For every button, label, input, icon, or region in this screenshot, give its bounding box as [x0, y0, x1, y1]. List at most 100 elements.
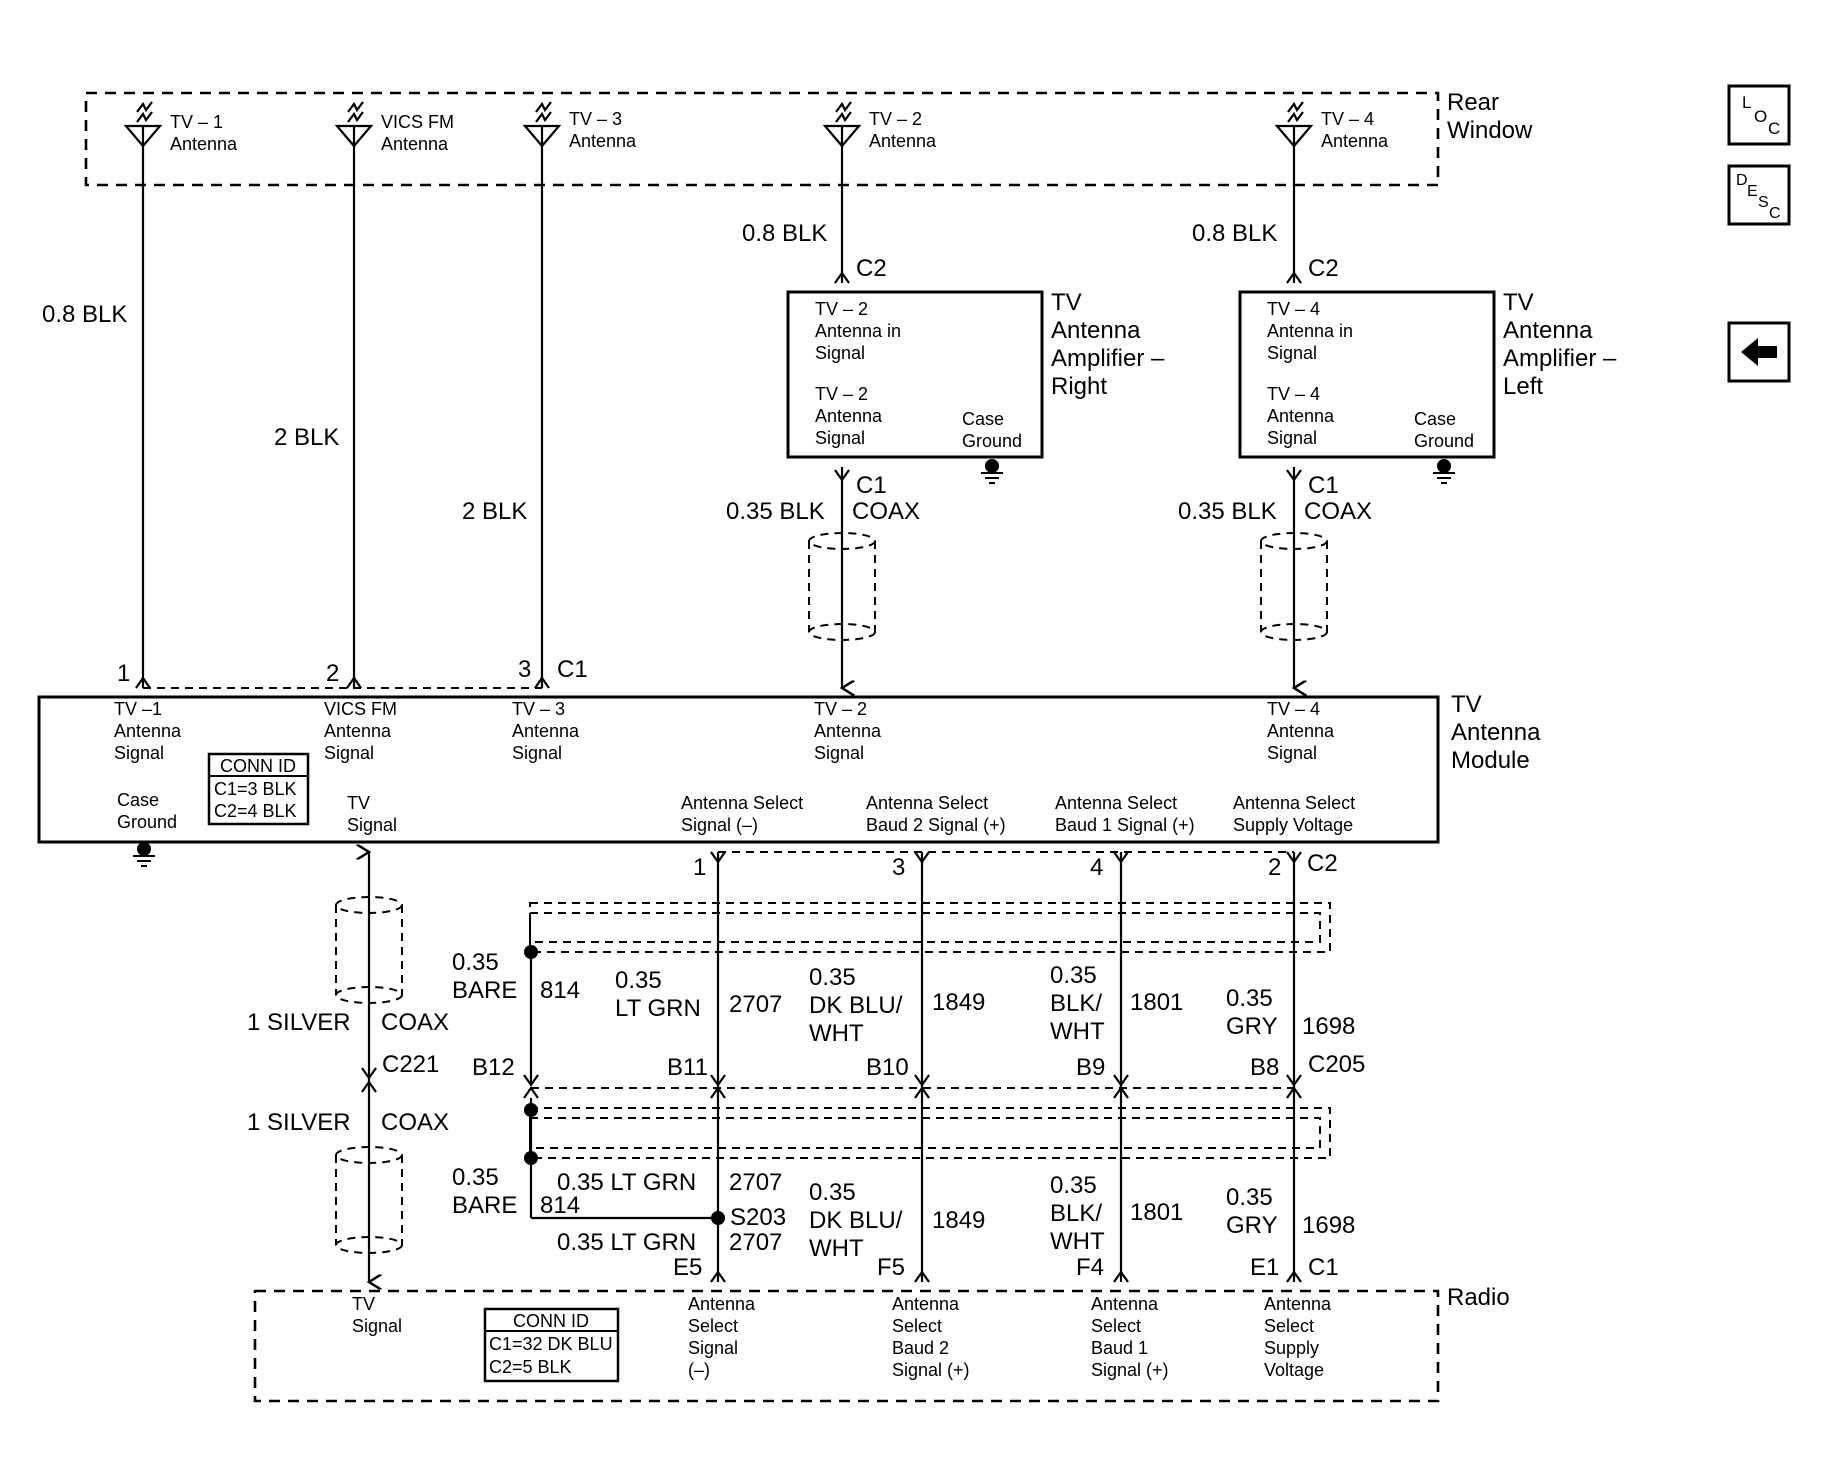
- tv-antenna-module-box: [37, 695, 1440, 844]
- loc-letter-o: O: [1754, 107, 1767, 126]
- radio-pin-f5: F5: [877, 1254, 905, 1281]
- module-pin-4: 4: [1090, 854, 1103, 881]
- module-pin-4-caret: [1113, 851, 1129, 864]
- desc-letter-e: E: [1747, 183, 1758, 200]
- connector-c221-caret-top: [361, 1067, 377, 1080]
- c205-pin-b9-caret: [1113, 1074, 1129, 1087]
- coax-tv4-c1-label: C1: [1308, 472, 1339, 499]
- module-pin-1: 1: [693, 854, 706, 881]
- loc-letter-c: C: [1768, 119, 1780, 138]
- svg-text:CONN ID: CONN ID: [220, 756, 296, 776]
- pin-1: 1: [117, 660, 130, 687]
- wire-tv4-label: 0.8 BLK: [1192, 220, 1277, 247]
- radio-pin-f4: F4: [1076, 1254, 1104, 1281]
- lower-ltgrn-a-circuit: 2707: [729, 1169, 782, 1196]
- coax-shield-lower-icon: [335, 1146, 403, 1254]
- c205-pin-b10-caret: [914, 1074, 930, 1087]
- wire-tv1-label: 0.8 BLK: [42, 301, 127, 328]
- wire-tv3-label: 2 BLK: [462, 498, 527, 525]
- lower-bare-circuit: 814: [540, 1192, 580, 1219]
- svg-text:C1=32 DK BLU: C1=32 DK BLU: [489, 1334, 613, 1354]
- module-conn-id-table: CONN ID C1=3 BLK C2=4 BLK: [207, 752, 310, 826]
- antenna-tv2-icon: [822, 101, 862, 148]
- antenna-tv4-icon: [1274, 101, 1314, 148]
- coax-tv4-coax-label: COAX: [1304, 498, 1372, 525]
- pin-b8: B8: [1250, 1054, 1279, 1081]
- loc-button[interactable]: L O C: [1727, 84, 1791, 146]
- radio-connector-c1-label: C1: [1308, 1254, 1339, 1281]
- splice-drain-lower-b: [524, 1151, 538, 1165]
- amp-left-box: [1238, 290, 1496, 459]
- coax-tv2-wire-label: 0.35 BLK: [726, 498, 825, 525]
- coax-tv2-coax-label: COAX: [852, 498, 920, 525]
- pin-b10: B10: [866, 1054, 909, 1081]
- splice-drain-lower-a: [524, 1103, 538, 1117]
- lower-ltgrn-b-label: 0.35 LT GRN: [557, 1229, 696, 1256]
- svg-text:C2=5 BLK: C2=5 BLK: [489, 1357, 572, 1377]
- coax-tv2-c1-label: C1: [856, 472, 887, 499]
- coax-shield-tv2-icon: [808, 532, 876, 641]
- upper-blk-circuit: 1801: [1130, 989, 1183, 1016]
- desc-letter-c: C: [1769, 205, 1781, 222]
- lower-dkblu-circuit: 1849: [932, 1207, 985, 1234]
- c205-pin-b11-caret-lower: [710, 1086, 726, 1099]
- connector-c2-module-label: C2: [1307, 850, 1338, 877]
- desc-letter-s: S: [1758, 194, 1769, 211]
- pin-b9: B9: [1076, 1054, 1105, 1081]
- coax-tv4-c1-caret: [1286, 469, 1302, 482]
- lower-blk-circuit: 1801: [1130, 1199, 1183, 1226]
- module-pin-2: 2: [1268, 854, 1281, 881]
- coax-shield-upper-icon: [335, 896, 403, 1004]
- c205-pin-b10-caret-lower: [914, 1086, 930, 1099]
- c205-pin-b12-caret: [523, 1074, 539, 1087]
- radio-pin-f4-caret: [1113, 1270, 1129, 1283]
- wire-vics-label: 2 BLK: [274, 424, 339, 451]
- pin-caret-3: [534, 676, 550, 689]
- module-pin-3-caret: [914, 851, 930, 864]
- splice-s203: [711, 1211, 725, 1225]
- back-button[interactable]: [1727, 321, 1791, 383]
- antenna-tv3-icon: [522, 101, 562, 148]
- radio-pin-f5-caret: [914, 1270, 930, 1283]
- pin-caret-2: [346, 676, 362, 689]
- upper-ltgrn-circuit: 2707: [729, 991, 782, 1018]
- svg-text:CONN ID: CONN ID: [513, 1311, 589, 1331]
- radio-zone: [253, 1289, 1440, 1403]
- rear-window-zone: [84, 91, 1440, 187]
- back-arrow-icon: [1741, 338, 1777, 366]
- pin-caret-1: [135, 676, 151, 689]
- antenna-tv1-icon: [123, 101, 163, 148]
- splice-drain-upper: [524, 945, 538, 959]
- module-pin-3: 3: [892, 854, 905, 881]
- c205-pin-b8-caret: [1286, 1074, 1302, 1087]
- connector-c221-label: C221: [382, 1051, 439, 1078]
- coax-silver-upper-label: 1 SILVER: [247, 1009, 351, 1036]
- ground-amp-left-icon: [1433, 459, 1455, 484]
- desc-button[interactable]: D E S C: [1727, 164, 1791, 226]
- connector-c205-label: C205: [1308, 1051, 1365, 1078]
- shield-lower-harness-icon: [529, 1107, 1331, 1159]
- coax-lower-word: COAX: [381, 1109, 449, 1136]
